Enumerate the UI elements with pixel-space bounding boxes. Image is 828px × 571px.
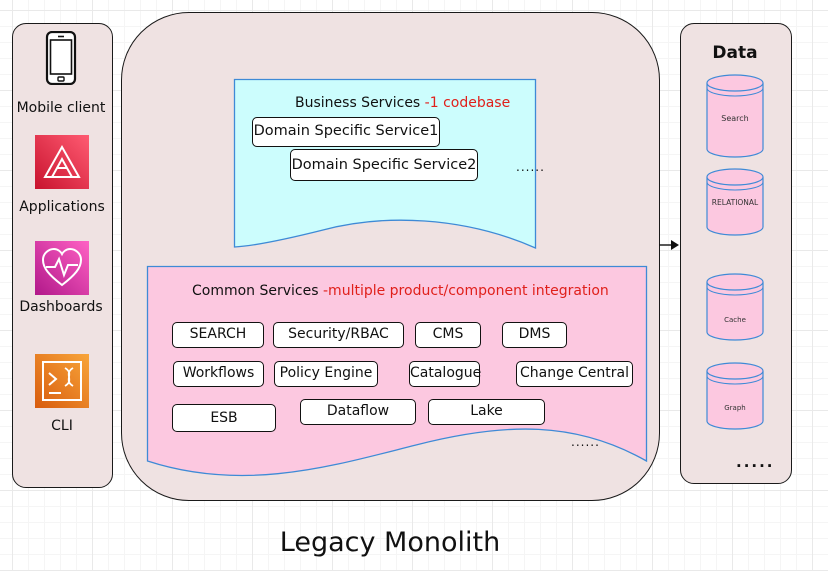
aws-amplify-icon — [35, 135, 89, 189]
aws-cli-icon — [35, 354, 89, 408]
domain-service-1: Domain Specific Service1 — [252, 117, 440, 147]
service-catalogue: Catalogue — [409, 361, 481, 387]
data-title: Data — [712, 43, 758, 63]
service-lake: Lake — [428, 399, 545, 425]
business-services-title: Business Services -1 codebase — [295, 95, 511, 111]
database-cylinder-icon — [706, 168, 764, 236]
mobile-client-label: Mobile client — [16, 100, 106, 116]
domain-service-2: Domain Specific Service2 — [290, 149, 478, 181]
applications-label: Applications — [19, 199, 105, 215]
service-dms: DMS — [502, 322, 567, 348]
service-policy-engine: Policy Engine — [274, 361, 378, 387]
service-change-central: Change Central — [516, 361, 633, 387]
dashboards-label: Dashboards — [19, 299, 103, 315]
common-more-ellipsis: ...... — [571, 435, 600, 449]
service-dataflow: Dataflow — [300, 399, 416, 425]
business-more-ellipsis: ...... — [516, 160, 545, 174]
datastore-graph-label: Graph — [724, 404, 746, 412]
datastore-cache-label: Cache — [724, 316, 746, 324]
datastore-relational-label: RELATIONAL — [711, 198, 759, 207]
service-search: SEARCH — [172, 322, 264, 348]
aws-health-dashboard-icon — [35, 241, 89, 295]
service-esb: ESB — [172, 404, 276, 432]
service-security-rbac: Security/RBAC — [273, 322, 404, 348]
service-cms: CMS — [415, 322, 481, 348]
data-more-ellipsis: ..... — [736, 453, 775, 471]
database-cylinder-icon — [706, 74, 764, 158]
diagram-title: Legacy Monolith — [279, 527, 501, 558]
database-cylinder-icon — [706, 362, 764, 430]
datastore-search-label: Search — [721, 114, 749, 123]
database-cylinder-icon — [706, 273, 764, 341]
service-workflows: Workflows — [173, 361, 264, 387]
common-services-title: Common Services -multiple product/compon… — [192, 283, 609, 299]
mobile-phone-icon — [34, 30, 88, 86]
cli-label: CLI — [51, 418, 73, 434]
arrow-right-icon — [659, 240, 679, 250]
